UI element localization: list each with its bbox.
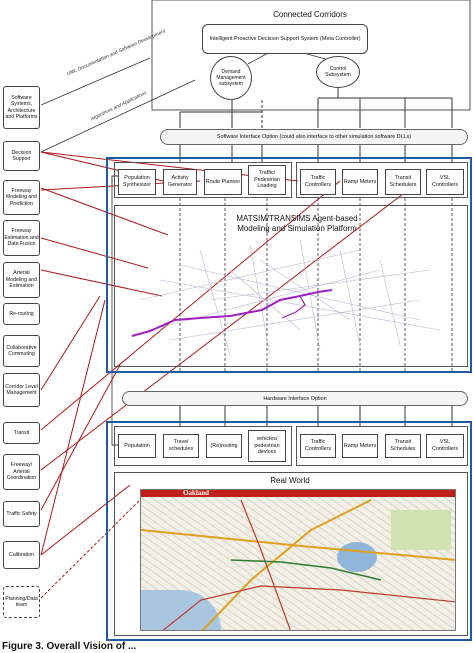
rw-module-rerouting: (Re)routing [206,434,242,458]
sidebar-item-traffic-safety: Traffic Safety [3,501,40,527]
simulation-panel [106,157,472,373]
simulation-module-strip [114,162,292,198]
control-subsystem-node: Control Subsystem [316,56,360,88]
sidebar-item-freeway-modeling: Freeway Modeling and Prediction [3,180,40,215]
sim-module-traffic-loading: Traffic/ Pedestrian Loading [248,165,286,195]
map-city-label: Oakland [183,489,210,497]
sim-module-activity-generator: Activity Generator [163,169,197,195]
sidebar-item-planning-team: Planning/Data team [3,586,40,618]
sim-controller-vsl: VSL Controllers [426,169,464,195]
software-interface-banner: Software Interface Option (could also in… [160,129,468,145]
map-header-bar [141,490,455,497]
real-world-module-strip [114,426,292,466]
rw-controller-ramp-meters: Ramp Meters [342,434,378,458]
sidebar-item-calibration: Calibration [3,541,40,569]
map-lake [337,542,377,572]
hardware-interface-banner: Hardware Interface Option [122,391,468,406]
sidebar-item-rerouting: Re-routing [3,303,40,325]
rw-controller-vsl: VSL Controllers [426,434,464,458]
sim-controller-ramp-meters: Ramp Meters [342,169,378,195]
rw-module-travel-schedules: Travel schedules [163,434,199,458]
sidebar-item-freeway-estimation: Freeway Estimation and Data Fusion [3,220,40,256]
sidebar-item-decision-support: Decision Support [3,141,40,171]
demand-subsystem-node: Demand Management subsystem [210,56,252,100]
corridors-title: Connected Corridors [273,10,347,19]
sidebar-item-corridor-management: Corridor Level Management [3,373,40,407]
rw-module-vehicle-devices: vehicles/ pedestrian devices [248,430,286,462]
simulation-platform-area [114,205,468,367]
meta-controller-box: Intelligent Proactive Decision Support S… [202,24,368,54]
sim-module-population-synthesizer: Population Synthesizer [118,169,156,195]
sidebar-item-collaborative-commuting: Collaborative Commuting [3,335,40,367]
map-roads [141,499,455,630]
real-world-area [114,472,468,636]
figure-caption: Figure 3. Overall Vision of ... [2,641,137,652]
real-world-panel [106,421,472,641]
city-map: Oakland [140,489,456,631]
rw-controller-transit-schedules: Transit Schedules [385,434,421,458]
simulation-controller-strip [296,162,468,198]
real-world-title: Real World [270,476,310,485]
sidebar-item-software-systems: Software Systems, Architecture and Platf… [3,86,40,129]
simulation-platform-title: MATSIM/TRANSIMS Agent-based Modeling and… [236,214,358,233]
rw-controller-traffic: Traffic Controllers [300,434,336,458]
sidebar-item-freeway-arterial: Freeway/ Arterial Coordination [3,454,40,490]
map-park [391,510,451,550]
meta-to-demand-line [247,51,271,65]
real-world-controller-strip [296,426,468,466]
sidebar-item-transit: Transit [3,422,40,444]
sim-controller-traffic: Traffic Controllers [300,169,336,195]
sim-controller-transit-schedulers: Transit Schedulers [385,169,421,195]
sidebar-item-arterial-modeling: Arterial Modeling and Estimation [3,262,40,298]
rw-module-population: Population [118,434,156,458]
sim-module-route-planner: Route Planner [204,169,242,195]
corridors-frame [151,0,471,111]
